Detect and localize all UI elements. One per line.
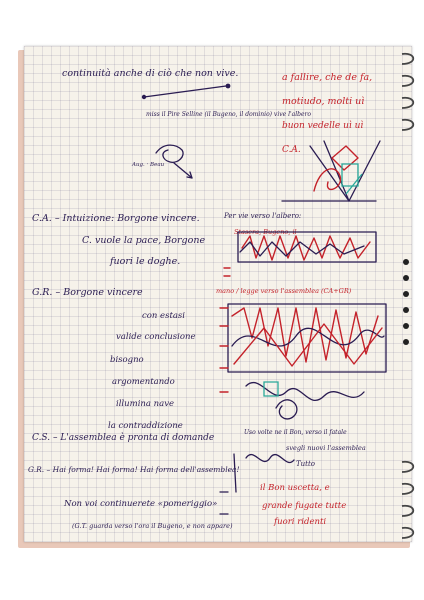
- note-line-15: G.R. – Hai forma! Hai forma! Hai forma d…: [28, 465, 240, 474]
- note-line-10: bisogno: [110, 355, 144, 365]
- spiral-bottom: [401, 460, 415, 539]
- note-line-11: argomentando: [112, 377, 175, 387]
- notebook-sheet: continuità anche di ciò che non vive. mi…: [24, 46, 412, 542]
- red-note-10: fuori ridenti: [273, 517, 326, 527]
- red-note-5: Per vie verso l'albero:: [223, 212, 301, 220]
- note-line-1: continuità anche di ciò che non vive.: [62, 68, 238, 79]
- dash-marks: [219, 491, 229, 515]
- spiral-middle: [403, 259, 409, 345]
- red-note-4: C.A.: [282, 145, 301, 155]
- pencil-sketch: [141, 83, 231, 100]
- scribble-box-2: [219, 303, 387, 420]
- note-line-12: illumina nave: [116, 399, 174, 409]
- handwriting-layer: continuità anche di ciò che non vive. mi…: [28, 68, 387, 530]
- geometric-sketch: [281, 140, 381, 202]
- scribble-3: [233, 453, 295, 493]
- spiral-top: [401, 52, 415, 131]
- note-line-9: valide conclusione: [116, 332, 196, 342]
- note-line-16: Non voi continuerete «pomeriggio»: [63, 499, 217, 509]
- red-note-7: mano / legge verso l'assemblea (CA+GR): [216, 287, 352, 295]
- red-note-3: buon vedelle uì uì: [282, 120, 363, 131]
- note-line-8: con estasi: [142, 311, 185, 321]
- blue-note-b3: Tutto: [296, 460, 315, 468]
- notebook-photo: continuità anche di ciò che non vive. mi…: [14, 42, 418, 552]
- blue-note-b1: Uso volte ne il Bon, verso il fatale: [244, 429, 347, 436]
- spiral-binding: [401, 52, 415, 539]
- note-line-13: la contraddizione: [108, 421, 183, 431]
- red-note-1: a fallire, che de fa,: [282, 72, 372, 83]
- red-note-2: motiudo, molti uì: [282, 96, 364, 107]
- note-line-14: C.S. – L'assemblea è pronta di domande: [32, 432, 214, 443]
- scribble-box-1: [223, 231, 377, 277]
- note-line-4: C.A. – Intuizione: Borgone vincere.: [32, 213, 200, 224]
- note-line-7: G.R. – Borgone vincere: [32, 287, 143, 298]
- blue-note-b2: svegli nuovi l'assemblea: [286, 444, 366, 452]
- red-note-8: il Bon uscetta, e: [260, 483, 330, 493]
- red-note-9: grande fugate tutte: [262, 501, 346, 511]
- note-line-17: (G.T. guarda verso l'ora il Bugeno, e no…: [72, 522, 233, 530]
- note-line-2: miss il Pire Selline (il Bugeno, il domi…: [146, 111, 311, 118]
- note-line-5: C. vuole la pace, Borgone: [82, 235, 205, 246]
- note-line-6: fuori le doghe.: [109, 256, 180, 267]
- figure-sketch: [155, 144, 193, 179]
- note-line-3: Aug. · Beau: [131, 162, 165, 168]
